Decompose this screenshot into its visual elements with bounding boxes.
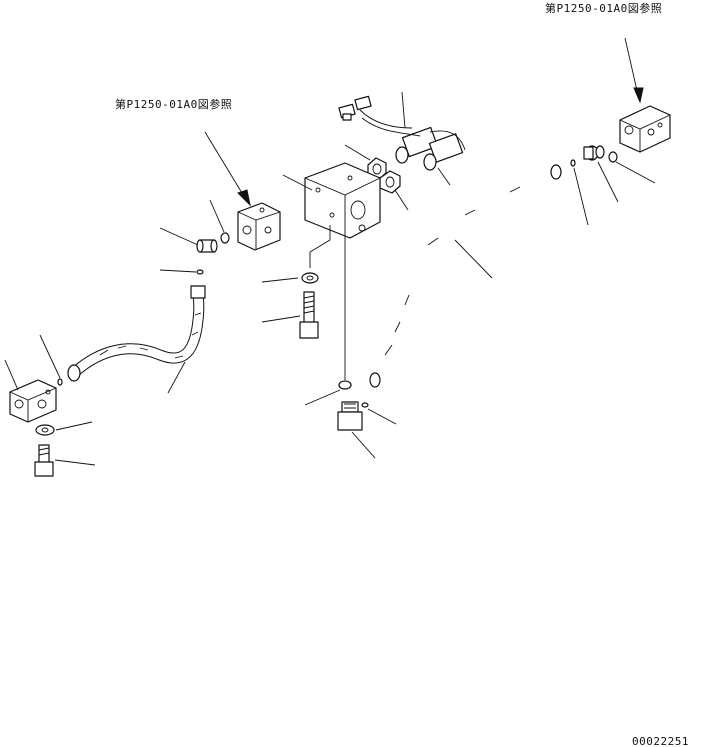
leader-line [159,269,197,273]
valve-block-left [237,202,281,251]
leader-line [261,277,299,283]
valve-block-right [619,105,671,153]
o-ring-right-large [608,151,618,163]
leader-line [55,421,93,431]
leader-line [597,161,619,203]
leader-line [344,144,371,161]
reference-arrow-top-right [624,37,644,104]
elbow-fitting-left [196,239,218,253]
elbow-fitting-right [583,145,605,161]
leader-line [573,167,589,226]
o-ring-center [338,380,352,390]
mounting-guide-line [309,225,331,268]
leader-line [351,431,376,459]
reference-label-top-right: 第P1250-01A0図参照 [545,1,662,15]
solenoid-valve [359,109,466,171]
o-ring-left-small [196,269,204,275]
reference-label-upper-left: 第P1250-01A0図参照 [115,97,232,111]
leader-line [454,239,493,279]
hose-right [369,164,562,388]
washer-left-hole [41,427,49,433]
leader-line [401,91,406,129]
leader-line [261,315,301,323]
leader-line [39,334,61,379]
leader-line [167,361,186,394]
leader-line [615,161,656,184]
straight-fitting-center [337,401,363,431]
leader-line [367,408,397,425]
leader-line [4,359,19,391]
o-ring-right-small [570,159,576,167]
leader-line [437,167,451,186]
leader-line [282,174,313,191]
leader-line [209,199,225,233]
o-ring-center-small [361,402,369,408]
washer-left [35,424,55,436]
hose-left [67,285,206,382]
bolt-left [34,444,54,477]
manifold-block [304,162,381,239]
leader-line [159,227,199,246]
washer-center [301,272,319,284]
o-ring-left-lower [57,378,63,386]
reference-arrow-upper-left [204,131,251,207]
harness-connector [338,95,372,121]
bolt-center [299,291,319,339]
leader-line [394,189,409,211]
manifold-block-left [9,379,57,423]
leader-line [54,459,96,466]
washer-center-hole [306,275,314,281]
drawing-number: 00022251 [632,735,689,747]
o-ring-left-upper [220,232,230,244]
leader-line [304,389,341,406]
